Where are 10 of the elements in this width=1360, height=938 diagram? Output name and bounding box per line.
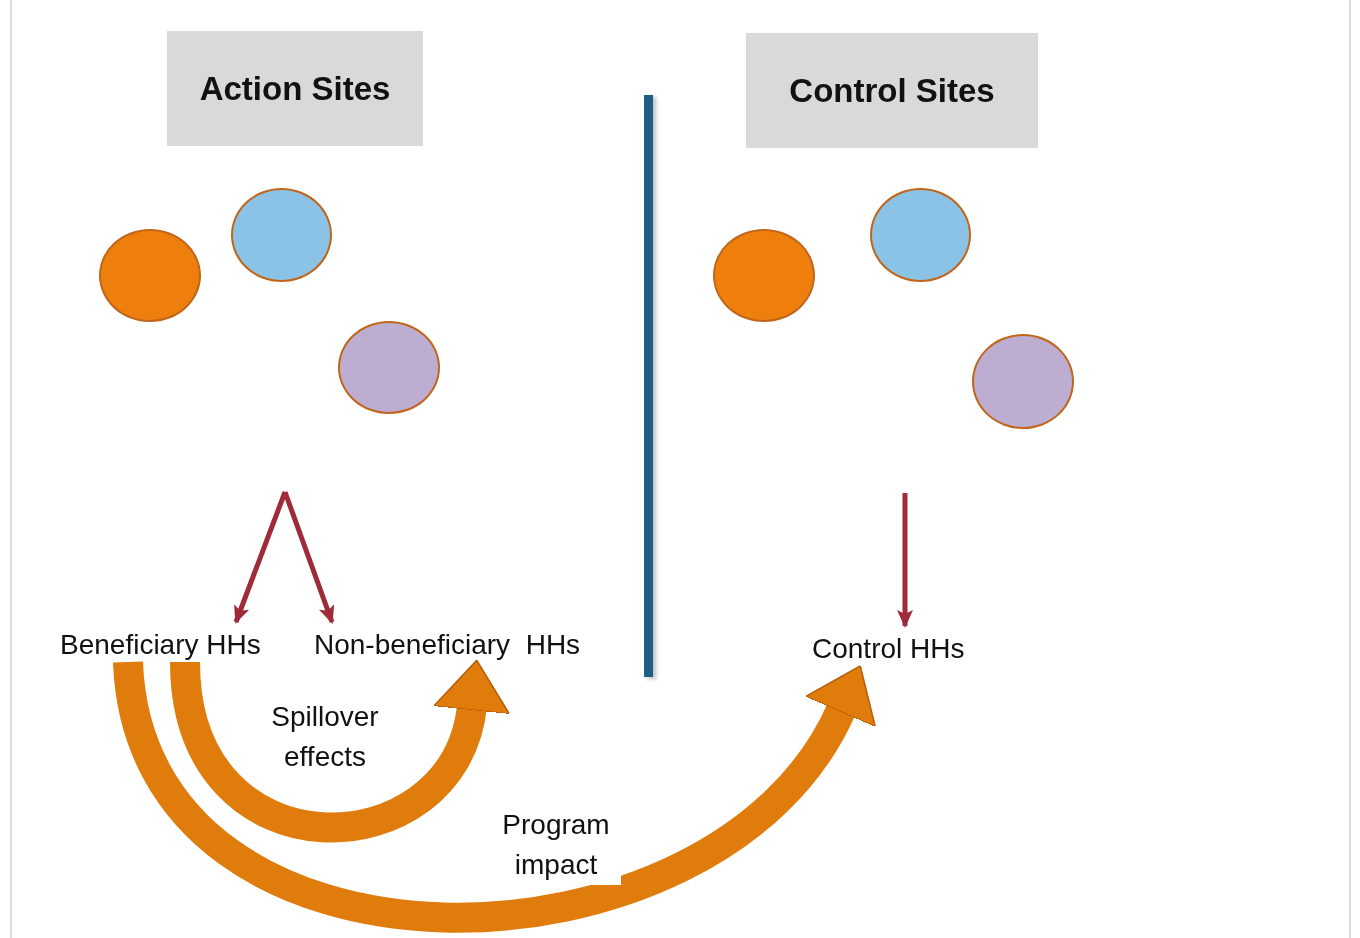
section-header-box: Control Sites	[746, 33, 1038, 148]
arrow	[233, 491, 288, 624]
group-label: Non-beneficiary HHs	[314, 628, 604, 662]
arrow	[170, 660, 509, 843]
group-label: Beneficiary HHs	[60, 628, 275, 662]
arrow	[113, 659, 874, 933]
group-label: Control HHs	[812, 632, 982, 666]
section-header-box: Action Sites	[167, 31, 423, 146]
arrow	[282, 491, 335, 624]
arrow	[897, 493, 913, 628]
